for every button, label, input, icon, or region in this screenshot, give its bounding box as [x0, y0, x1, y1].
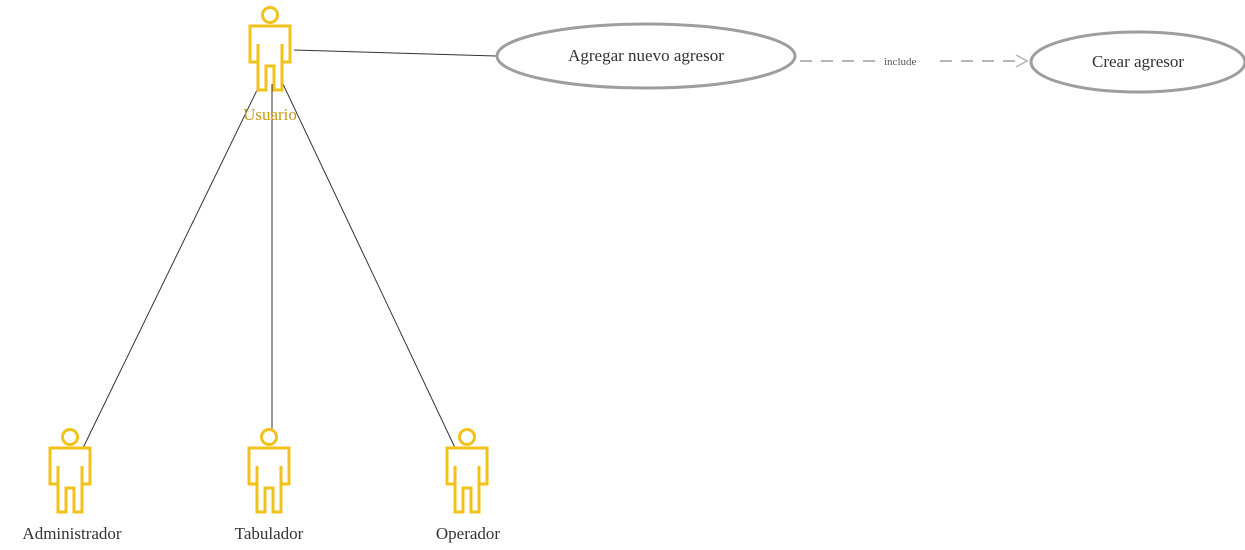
actor-operador-label: Operador [436, 524, 501, 543]
include-label: include [884, 56, 916, 68]
actor-usuario-label: Usuario [243, 105, 297, 124]
actor-tabulador[interactable] [247, 428, 291, 514]
actor-body [248, 24, 292, 92]
include-dependency: include [800, 54, 1029, 68]
usecase-agregar-label: Agregar nuevo agresor [568, 46, 724, 65]
actor-usuario[interactable] [248, 6, 292, 92]
actor-body [445, 446, 489, 514]
actor-administrador[interactable] [48, 428, 92, 514]
actor-operador[interactable] [445, 428, 489, 514]
actor-body [247, 446, 291, 514]
usecase-crear-label: Crear agresor [1092, 52, 1184, 71]
actor-head [458, 428, 476, 446]
actor-head [61, 428, 79, 446]
association-usuario-agregar [293, 49, 497, 57]
usecase-crear-agresor[interactable]: Crear agresor [1029, 30, 1245, 94]
actor-body [48, 446, 92, 514]
actor-head [260, 428, 278, 446]
actor-administrador-label: Administrador [22, 524, 121, 543]
actor-tabulador-label: Tabulador [235, 524, 304, 543]
usecase-agregar-nuevo-agresor[interactable]: Agregar nuevo agresor [495, 22, 797, 90]
actor-head [261, 6, 279, 24]
generalization-operador [282, 83, 458, 453]
generalization-administrador [81, 83, 261, 451]
